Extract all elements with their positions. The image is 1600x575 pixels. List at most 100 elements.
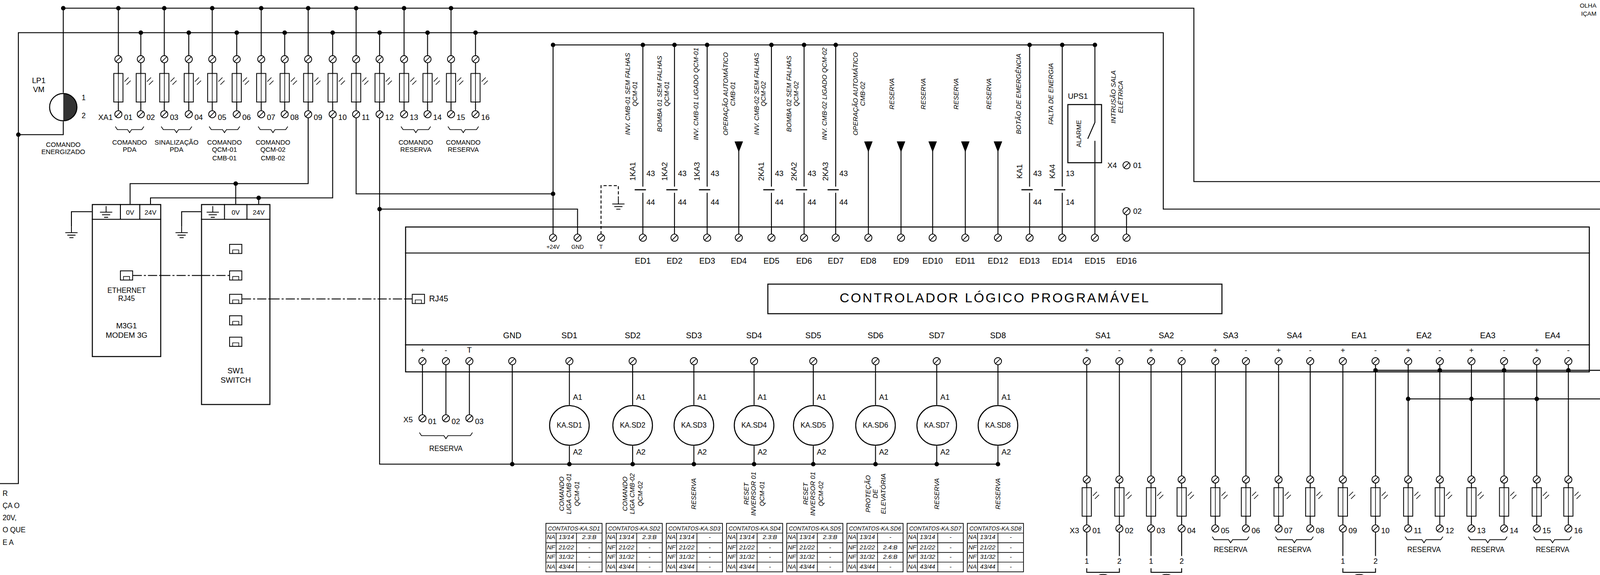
label-text: 43 xyxy=(1032,170,1042,180)
wire xyxy=(1086,516,1088,525)
wire xyxy=(632,445,634,465)
screw-slot xyxy=(420,359,425,364)
wire xyxy=(1568,483,1569,488)
contact-blade xyxy=(1054,189,1066,191)
indicator-arrows xyxy=(1445,491,1453,500)
label-text: 03 xyxy=(169,114,179,124)
node-text: ETHERNET RJ45 xyxy=(106,286,147,304)
screw-slot xyxy=(934,359,940,364)
wire xyxy=(706,44,708,187)
wire xyxy=(1471,364,1472,477)
screw-slot xyxy=(930,235,936,240)
terminal-screw xyxy=(1147,475,1155,484)
label-text: COMANDO QCM-02 CMB-02 xyxy=(255,138,291,162)
terminal-screw xyxy=(418,357,426,365)
wire xyxy=(803,192,805,235)
screw-slot xyxy=(865,235,871,240)
node-text: ED8 xyxy=(859,256,878,266)
fuse-element xyxy=(1439,487,1441,517)
wire xyxy=(568,364,570,373)
label-text: 44 xyxy=(806,198,817,208)
label-text: SINALIZAÇÃO PDA xyxy=(154,138,200,155)
terminal-screw xyxy=(465,414,474,422)
junction-dot xyxy=(1373,368,1378,373)
node-text: A2 xyxy=(757,448,768,458)
contact-blade xyxy=(634,189,647,191)
label-text: OPERAÇÃO AUTOMÁTICO CMB-02 xyxy=(851,46,867,142)
fuse-element xyxy=(332,73,333,103)
wire xyxy=(997,445,999,465)
junction-dot xyxy=(1502,368,1506,373)
label-text: 01 xyxy=(1132,161,1143,171)
screw-slot xyxy=(1373,359,1378,364)
label-text: INTRUSÃO SALA ELÉTRICA xyxy=(1109,53,1126,141)
label-text: 43 xyxy=(806,170,817,180)
label-text: 2.3:B xyxy=(641,534,657,542)
screw-slot xyxy=(1213,526,1218,531)
screw-slot xyxy=(672,235,677,240)
wire xyxy=(1214,516,1216,525)
indicator-arrows xyxy=(1510,491,1517,500)
label-text: NF xyxy=(907,544,917,552)
terminal-screw xyxy=(1500,475,1508,484)
wire xyxy=(1439,516,1441,525)
screw-slot xyxy=(751,359,757,364)
terminal-screw xyxy=(471,110,479,118)
wire xyxy=(474,101,476,111)
node-text: ED3 xyxy=(698,256,716,266)
terminal-screw xyxy=(1115,475,1123,484)
label-text: NF xyxy=(666,544,676,552)
label-text: - xyxy=(708,563,712,571)
label-text: NA xyxy=(787,563,797,571)
input-arrow xyxy=(735,141,743,151)
fuse-symbol xyxy=(470,73,480,103)
label-text: 21/22 xyxy=(678,544,695,552)
node-text: A1 xyxy=(696,393,708,403)
wire xyxy=(1094,44,1096,105)
label-text: BOMBA 02 SEM FALHAS QCM-02 xyxy=(785,46,801,142)
contact-table xyxy=(786,523,843,572)
screw-slot xyxy=(186,111,191,117)
junction-dot xyxy=(1027,43,1032,47)
wire xyxy=(450,101,452,111)
terminal-screw xyxy=(442,414,450,422)
wire xyxy=(450,62,452,74)
sensor-symbol xyxy=(1350,574,1369,575)
label-text: NF xyxy=(726,554,736,562)
fuse-symbol xyxy=(113,73,123,103)
label-text: RESERVA xyxy=(1406,545,1442,555)
label-text: 03 xyxy=(474,417,484,427)
fuse-symbol xyxy=(1403,487,1413,517)
ups-alarm-contact xyxy=(1087,104,1095,164)
node-text: +24V xyxy=(545,243,561,250)
wire xyxy=(771,192,772,235)
node-text: A2 xyxy=(939,448,951,458)
screw-slot xyxy=(466,359,472,364)
label-text: NA xyxy=(967,563,978,571)
screw-slot xyxy=(305,56,311,62)
fuse-element xyxy=(118,73,119,103)
screw-slot xyxy=(1213,359,1218,364)
indicator-arrows xyxy=(1156,491,1164,500)
ups-box: UPS1ALARME xyxy=(1067,104,1103,164)
screw-slot xyxy=(209,111,215,117)
label-text: BOTÃO DE EMERGÊNCIA xyxy=(1014,46,1023,142)
label-text: 21/22 xyxy=(859,544,876,552)
label-text: 20V, xyxy=(2,514,18,523)
label-text: - xyxy=(948,554,953,562)
fuse-symbol xyxy=(1305,487,1315,517)
node-text: SD8 xyxy=(989,331,1007,341)
label-text: XA1 xyxy=(97,114,114,124)
screw-slot xyxy=(704,235,710,240)
label-text: RESERVA xyxy=(1470,545,1506,555)
wire xyxy=(188,62,190,74)
label-text: - xyxy=(948,544,953,552)
group-bracket xyxy=(447,126,479,133)
terminal-screw xyxy=(1211,524,1219,532)
fuse-element xyxy=(1150,487,1152,517)
screw-slot xyxy=(1243,526,1249,531)
plc-terminal-strip xyxy=(405,252,1591,345)
fuse-element xyxy=(163,73,165,103)
terminal-screw xyxy=(933,357,941,365)
node-text: EA1 xyxy=(1351,331,1368,341)
